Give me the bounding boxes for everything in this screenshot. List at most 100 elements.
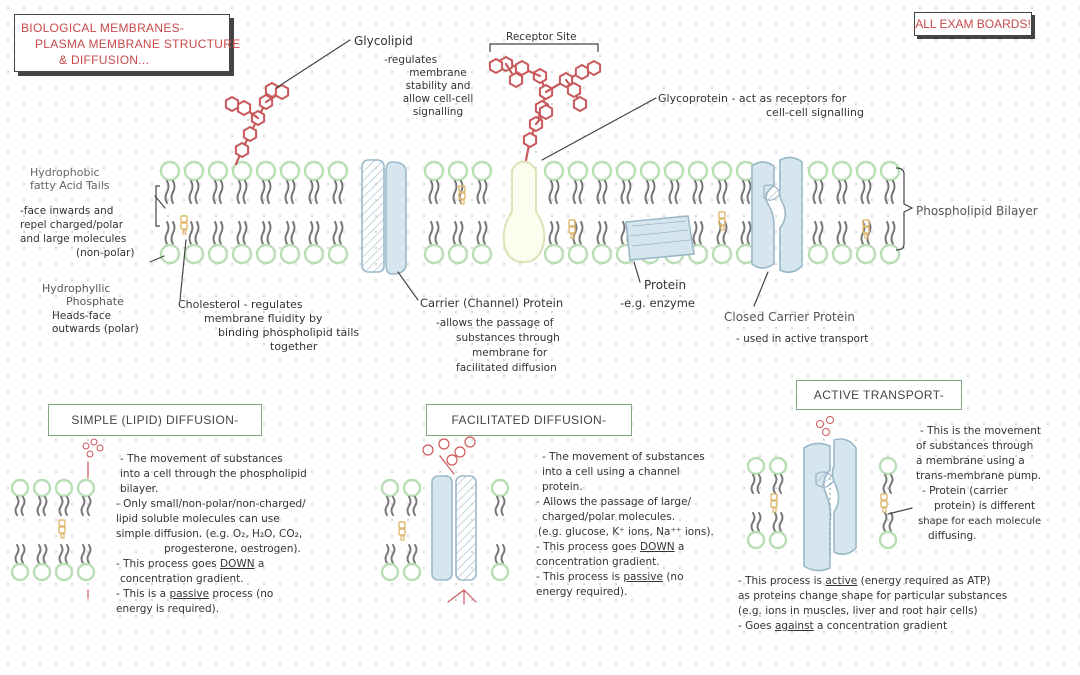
cholesterol-molecule xyxy=(862,226,870,234)
active-transport-heading: ACTIVE TRANSPORT- xyxy=(796,380,962,410)
cholesterol-molecule xyxy=(718,211,726,219)
facilitated-mini-bilayer-head xyxy=(490,478,510,498)
phospholipid-tail xyxy=(842,180,848,204)
facilitated-arrow xyxy=(447,589,465,603)
glycolipid-label: Glycolipid xyxy=(354,34,413,48)
simple-text: - The movement of substances into a cell… xyxy=(116,453,307,615)
phospholipid-tail xyxy=(740,221,746,245)
hydrophobic-label: Hydrophobic fatty Acid Tails xyxy=(30,166,110,192)
phospholipid-tail xyxy=(170,180,176,204)
phospholipid-head-bottom xyxy=(207,243,229,265)
facilitated-channel-right xyxy=(455,475,477,581)
phospholipid-head-top xyxy=(879,160,901,182)
facilitated-mini-bilayer-tail xyxy=(384,544,390,564)
phospholipid-tail xyxy=(482,221,488,245)
protein-label: Protein xyxy=(644,278,687,292)
phospholipid-head-top xyxy=(639,160,661,182)
active-molecule xyxy=(826,416,834,424)
phospholipid-tail xyxy=(842,221,848,245)
facilitated-text: - The movement of substances into a cell… xyxy=(536,451,714,598)
protein-leader xyxy=(633,261,641,283)
glycolipid-chain-sugar xyxy=(242,125,258,143)
phospholipid-bilayer-label: Phospholipid Bilayer xyxy=(916,204,1038,218)
glycoprotein-leader xyxy=(541,97,657,161)
simple-mini-bilayer-tail xyxy=(20,496,26,516)
facilitated-mini-bilayer-head xyxy=(402,478,422,498)
phospholipid-tail xyxy=(836,180,842,204)
cholesterol-molecule xyxy=(180,222,188,230)
phospholipid-tail xyxy=(620,180,626,204)
facilitated-mini-bilayer-head xyxy=(490,562,510,582)
receptor-branch-left-sugar xyxy=(488,57,504,75)
receptor-branch-sugar xyxy=(572,95,588,113)
phospholipid-tail xyxy=(290,180,296,204)
exam-boards-badge: ALL EXAM BOARDS! xyxy=(914,12,1032,36)
glycolipid-branch-sugar xyxy=(236,99,252,117)
phospholipid-tail xyxy=(170,221,176,245)
phospholipid-tail xyxy=(818,180,824,204)
simple-mini-bilayer-tail xyxy=(20,544,26,564)
phospholipid-tail xyxy=(266,221,272,245)
phospholipid-tail xyxy=(890,180,896,204)
phospholipid-tail xyxy=(578,221,584,245)
simple-mini-bilayer-tail xyxy=(64,496,70,516)
simple-mini-bilayer-tail xyxy=(80,496,86,516)
phospholipid-tail xyxy=(290,221,296,245)
phospholipid-tail xyxy=(266,180,272,204)
phospholipid-tail xyxy=(668,180,674,204)
phospholipid-tail xyxy=(476,180,482,204)
facilitated-arrow xyxy=(439,455,455,475)
phospholipid-tail xyxy=(716,180,722,204)
active-mini-bilayer-tail xyxy=(772,474,778,494)
phospholipid-head-top xyxy=(615,160,637,182)
phospholipid-tail xyxy=(674,180,680,204)
phospholipid-tail xyxy=(194,221,200,245)
simple-molecule xyxy=(82,442,90,450)
phospholipid-tail xyxy=(596,221,602,245)
facilitated-mini-bilayer-tail xyxy=(406,496,412,516)
phospholipid-tail xyxy=(428,221,434,245)
phospholipid-head-bottom xyxy=(159,243,181,265)
channel-protein-right xyxy=(385,161,407,275)
cholesterol-molecule xyxy=(862,219,870,227)
phospholipid-tail xyxy=(434,221,440,245)
facilitated-mini-cholesterol xyxy=(398,521,406,529)
simple-mini-bilayer-head xyxy=(76,478,96,498)
facilitated-molecule xyxy=(422,444,434,456)
closed-carrier-core xyxy=(763,184,781,201)
facilitated-molecule xyxy=(438,438,450,450)
phospholipid-head-bottom xyxy=(807,243,829,265)
hydrophilic-leader xyxy=(149,255,165,263)
active-mini-bilayer-tail xyxy=(778,512,784,532)
phospholipid-tail xyxy=(212,221,218,245)
phospholipid-head-bottom xyxy=(279,243,301,265)
phospholipid-head-bottom xyxy=(423,243,445,265)
facilitated-arrow xyxy=(463,589,477,603)
simple-mini-bilayer-tail xyxy=(14,496,20,516)
phospholipid-tail xyxy=(644,180,650,204)
facilitated-mini-bilayer-tail xyxy=(390,496,396,516)
active-pump-core xyxy=(815,471,835,488)
active-mini-bilayer-tail xyxy=(756,512,762,532)
phospholipid-tail xyxy=(626,180,632,204)
receptor-branch-sugar xyxy=(508,71,524,89)
phospholipid-tail xyxy=(194,180,200,204)
hydrophilic-desc: Heads-face outwards (polar) xyxy=(52,310,139,335)
facilitated-molecule xyxy=(464,436,476,448)
simple-mini-bilayer-head xyxy=(32,562,52,582)
enzyme-protein-hatch xyxy=(629,220,691,247)
phospholipid-tail xyxy=(836,221,842,245)
cholesterol-molecule xyxy=(718,218,726,226)
phospholipid-tail xyxy=(260,180,266,204)
active-text-right: - This is the movement of substances thr… xyxy=(916,425,1042,542)
carrier-channel-label: Carrier (Channel) Protein xyxy=(420,296,564,310)
phospholipid-tail xyxy=(188,221,194,245)
phospholipid-tail xyxy=(548,180,554,204)
phospholipid-tail xyxy=(332,221,338,245)
phospholipid-head-top xyxy=(207,160,229,182)
receptor-branch-left-sugar xyxy=(514,59,530,77)
phospholipid-head-bottom xyxy=(855,243,877,265)
phospholipid-head-top xyxy=(183,160,205,182)
phospholipid-tail xyxy=(476,221,482,245)
